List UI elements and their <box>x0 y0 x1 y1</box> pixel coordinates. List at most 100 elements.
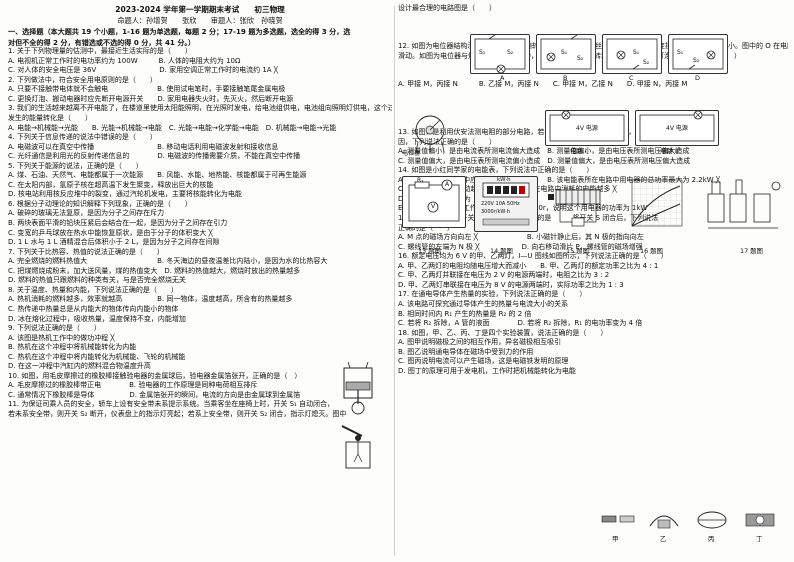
magnets-icon <box>601 515 635 523</box>
right-line-29: D. 甲、乙两灯串联接在电压为 8 V 的电源两端时，实际功率之比为 1 : 3 <box>398 280 624 289</box>
q12-circuit-one-source-label: 4V 电源 <box>576 125 598 132</box>
left-line-25: C. 把煤燃烧成粉末，加大送风量，煤的热值变大 D. 燃料的热值越大，燃烧时放出… <box>8 266 301 275</box>
left-line-12: A. 电磁波可以在真空中传播 B. 移动电话利用电磁波发射和接收信息 <box>8 142 279 151</box>
q18-fig-yi <box>644 504 684 534</box>
voltammetry-circuit-icon <box>408 179 460 222</box>
left-line-16: C. 在太阳内部，氢原子核在超高温下发生聚变，释放出巨大的核能 <box>8 180 214 189</box>
right-line-31: A. 该电路可探究通过导体产生的热量与电流大小的关系 <box>398 299 569 308</box>
electric-meter-icon <box>482 182 530 226</box>
right-line-36: B. 图乙说明通电导体在磁场中受到力的作用 <box>398 347 534 356</box>
left-line-36: 10. 如图，用毛皮摩擦过的橡胶棒接触验电器的金属球后，验电器金属箔张开，正确的… <box>8 371 302 380</box>
right-line-9 <box>398 90 788 100</box>
heating-apparatus-icon <box>707 179 781 229</box>
left-line-20: B. 两块表面平滑的铅块压紧后会结合在一起，是因为分子之间存在引力 <box>8 219 228 228</box>
q11-option-a-label: A <box>500 74 505 82</box>
fig16-caption: 16 题图 <box>640 247 663 255</box>
q11-option-b-circuit: S₁ S₂ <box>536 34 596 74</box>
fig13-voltammetry-circuit: Rₓ A V <box>402 176 466 228</box>
exam-authors: 命题人：孙增贺 张欣 审题人：张欣 孙晓贺 <box>117 16 283 25</box>
left-line-21: C. 变宽的乒乓球放在热水中能恢复原状，是由于分子的体积变大 ╳ <box>8 228 213 237</box>
q11-b-s1-label: S₁ <box>561 49 568 56</box>
q12-potentiometer-label: 电位器 <box>402 150 421 157</box>
right-line-33: C. 若将 R₂ 拆除，A 管的液面 D. 若将 R₂ 拆除，R₁ 的电功率变为… <box>398 319 643 328</box>
q12-circuit-one-caption: 电路 I <box>570 147 587 155</box>
exam-title: 2023-2024 学年第一学期期末考试 初三物理 <box>115 5 285 14</box>
q11-b-s2-label: S₂ <box>577 55 584 62</box>
q11-c-s2-label: S₂ <box>643 59 650 66</box>
right-line-1 <box>398 14 788 24</box>
left-line-2: 1. 关于下列物理量的估测中，最接近生活实际的是（ ） <box>8 47 192 56</box>
right-line-0: 设计最合理的电路图是（ ） <box>398 4 496 12</box>
q12-circuit-one: 4V 电源 <box>545 110 629 146</box>
left-line-3: A. 电视机正常工作时的电功率约为 100W B. 人体的电阻大约为 10Ω <box>8 56 241 65</box>
fig14-rating-label: 220V 10A 50Hz <box>481 201 520 207</box>
q11-d-s1-label: S₁ <box>677 49 684 56</box>
electroscope-icon <box>341 425 371 469</box>
q11-c-s1-label: S₁ <box>633 49 640 56</box>
fig13-rx-label: Rₓ <box>417 177 424 184</box>
left-line-6: A. 只要不接触带电体就不会触电 B. 使用试电笔时，手要接触笔尾金属电极 <box>8 85 286 94</box>
right-line-18: A. 电能表在家庭电路中应和其它用电器并联 B. 该电能表所在电路中用电器的总功… <box>398 175 721 184</box>
right-line-27: A. 甲、乙两灯的电阻均随电压增大而减小 B. 甲、乙两灯的额定功率之比为 4 … <box>398 261 659 270</box>
q12-potentiometer: 电位器 <box>402 112 464 157</box>
circuit-c-icon <box>606 38 658 70</box>
circuit-d-icon <box>672 38 724 70</box>
potentiometer-icon <box>415 115 445 153</box>
fig17-heating-apparatus <box>700 176 786 236</box>
left-line-11: 4. 下列关于信息传递的说法中错误的是（ ） <box>8 133 157 142</box>
left-column: 2023-2024 学年第一学期期末考试 初三物理 命题人：孙增贺 张欣 审题人… <box>8 4 392 558</box>
q18-jia-label: 甲 <box>612 535 619 543</box>
q11-option-d-circuit: S₁ S₂ <box>668 34 728 74</box>
right-line-16: C. 测量值偏大，是由电压表所测电流偏小造成 D. 测量值偏大，是由电压表所测电… <box>398 156 691 165</box>
left-line-5: 2. 下列做法中，符合安全用电原则的是（ ） <box>8 75 157 84</box>
left-line-4: C. 对人体的安全电压是 36V D. 家用空调正常工作时的电流约 1A ╳ <box>8 66 279 75</box>
q18-yi-label: 乙 <box>660 535 667 543</box>
circuit-two-icon <box>639 110 715 142</box>
left-question-list: 一、选择题（本大题共 19 个小题，1-16 题为单选题，每题 2 分；17-1… <box>8 27 392 420</box>
q11-a-s2-label: S₂ <box>507 49 514 56</box>
right-line-30: 17. 在通电导体产生热量的实验，下列说法正确的是（ ） <box>398 290 587 299</box>
q10-electroscope <box>340 424 376 470</box>
column-divider <box>394 6 395 556</box>
q11-d-s2-label: S₂ <box>693 57 700 64</box>
right-line-14: 因，下列说法正确的是（ ） <box>398 137 496 146</box>
right-line-35: A. 图甲说明磁极之间的相互作用，异名磁极相互吸引 <box>398 338 562 347</box>
fig14-electric-meter: kW·h 220V 10A 50Hz 3000r/kW·h <box>474 176 538 232</box>
right-line-28: C. 甲、乙两灯并联接在电压为 2 V 的电源两端时，电阻之比为 3 : 2 <box>398 271 610 280</box>
left-line-29: C. 热传递中热量总是从内能大的物体传向内能小的物体 <box>8 304 179 313</box>
left-line-28: A. 热机消耗的燃料越多，效率就越高 B. 同一物体，温度越高，所含有的热量越多 <box>8 295 293 304</box>
right-line-8: A. 甲接 M，丙接 N B. 乙接 M，丙接 N C. 甲接 M，乙接 N D… <box>398 80 688 89</box>
right-line-15: A. 测量值偏小，是由电流表所测电流偏大造成 B. 测量值偏小，是由电压表所测电… <box>398 147 690 156</box>
solenoid-icon <box>548 188 601 227</box>
q18-fig-bing <box>692 504 732 534</box>
left-line-10: A. 电能→机械能→光能 B. 光能→机械能→电能 C. 光能→电能→化学能→电… <box>8 123 337 132</box>
right-line-10 <box>398 99 788 109</box>
q18-fig-jia <box>600 506 636 534</box>
q11-option-d-label: D <box>695 74 700 82</box>
left-line-14: 5. 下列关于能源的说法，正确的是（ ） <box>8 161 143 170</box>
q11-option-c-label: C <box>629 74 634 82</box>
left-line-13: C. 光纤通信是利用光的反射传递信息的 D. 电磁波的传播需要介质，不能在真空中… <box>8 152 301 161</box>
left-line-19: A. 破碎的玻璃无法复原，是因为分子之间存在斥力 <box>8 209 165 218</box>
q12-circuit-two-source-label: 4V 电源 <box>666 125 688 132</box>
motor-icon <box>649 515 679 529</box>
left-line-17: D. 核电站利用核反应堆中的裂变，通过汽轮机发电，主要将核能转化为电能 <box>8 190 242 199</box>
left-line-33: B. 热机在这个冲程中将机械能转化为内能 <box>8 343 137 352</box>
left-line-37: A. 毛皮摩擦过的橡胶棒带正电 B. 验电器的工作原理是同种电荷相互排斥 <box>8 381 258 390</box>
circuit-a-icon <box>474 34 526 74</box>
iu-graph-icon <box>631 179 683 227</box>
q11-option-a-circuit: S₁ S₂ <box>470 34 530 74</box>
q11-option-c-circuit: S₁ S₂ <box>602 34 662 74</box>
left-line-26: D. 燃料的热值只跟燃料的种类有关，与是否完全燃烧无关 <box>8 276 186 285</box>
left-line-39: 11. 为保证司乘人员的安全，轿车上设有安全带未系提示系统。当乘客坐在座椅上时，… <box>8 400 335 409</box>
left-line-23: 7. 下列关于比热容、热值的说法正确的是（ ） <box>8 247 164 256</box>
left-line-15: A. 煤、石油、天然气、电能都属于一次能源 B. 风能、水能、地热能、核能都属于… <box>8 171 307 180</box>
fig13-voltmeter-label: V <box>431 203 436 210</box>
fig15-caption: 15 题图 <box>566 247 589 255</box>
q12-circuit-two: 4V 电源 <box>635 110 719 146</box>
right-line-24: A. M 点的磁场方向向左 ╳ B. 小磁针静止后，其 N 极的指向向左 <box>398 233 644 242</box>
fig14-unit-label: kW·h <box>497 177 511 183</box>
coil-icon <box>697 511 727 529</box>
right-line-37: C. 图丙说明电流可以产生磁场，这是电磁铁发明的原理 <box>398 357 569 366</box>
